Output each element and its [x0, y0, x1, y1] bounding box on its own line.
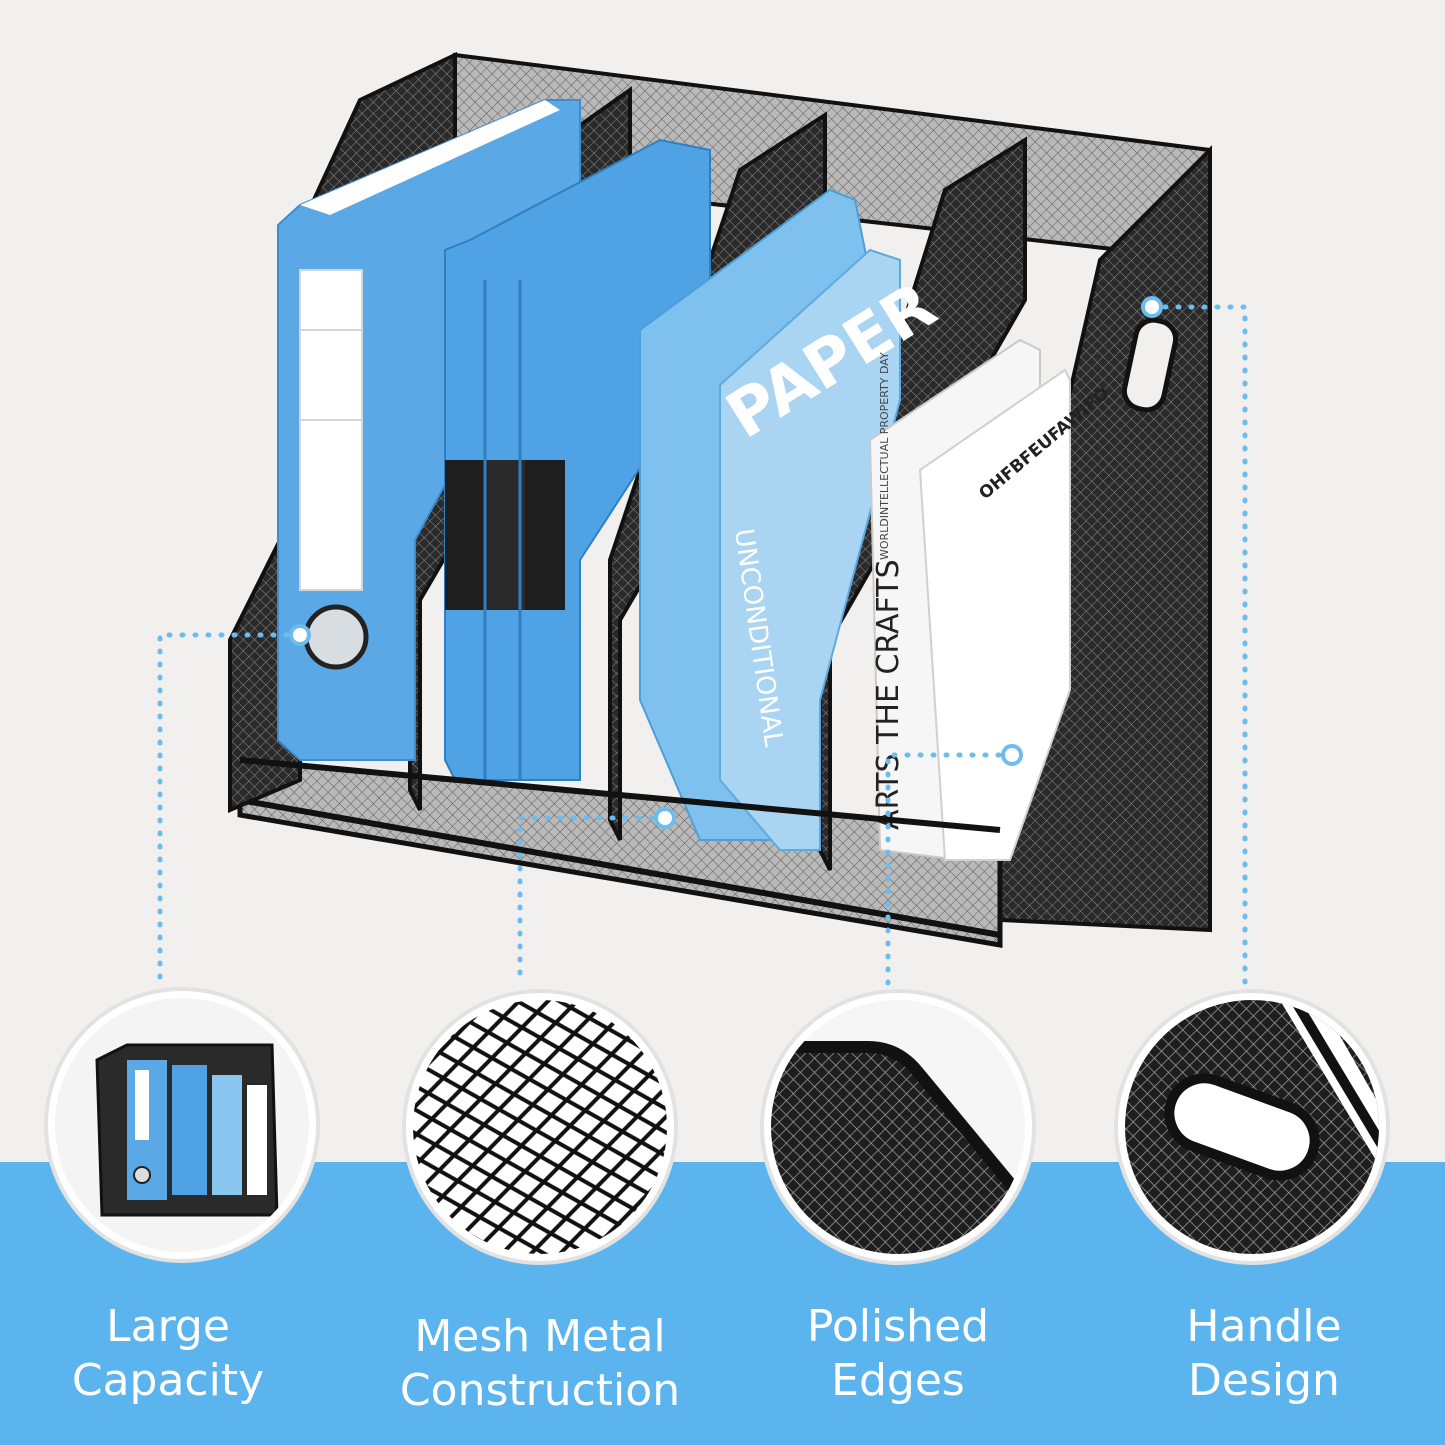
binder-ring-hole — [303, 604, 369, 670]
feature-circle-edges — [758, 987, 1038, 1267]
feature-label-capacity: Large Capacity — [71, 1301, 265, 1406]
book-spine-subtext: WORLDINTELLECTUAL PROPERTY DAY — [878, 352, 891, 560]
feature-circle-capacity — [42, 985, 322, 1265]
feature-circle-handle — [1112, 987, 1392, 1267]
white-book-2 — [918, 368, 1071, 861]
organizer-illustration: PAPER UNCONDITIONAL ARTS THE CRAFTS WORL… — [157, 51, 1248, 988]
handle-cutout — [1121, 317, 1179, 413]
connector-mesh — [517, 815, 668, 988]
feature-circle-mesh — [400, 987, 680, 1267]
feature-label-mesh: Mesh Metal Construction — [399, 1311, 681, 1416]
connector-edges — [885, 752, 1015, 988]
connector-handle — [1149, 304, 1248, 988]
feature-label-handle: Handle Design — [1186, 1301, 1342, 1406]
feature-label-edges: Polished Edges — [806, 1301, 990, 1406]
